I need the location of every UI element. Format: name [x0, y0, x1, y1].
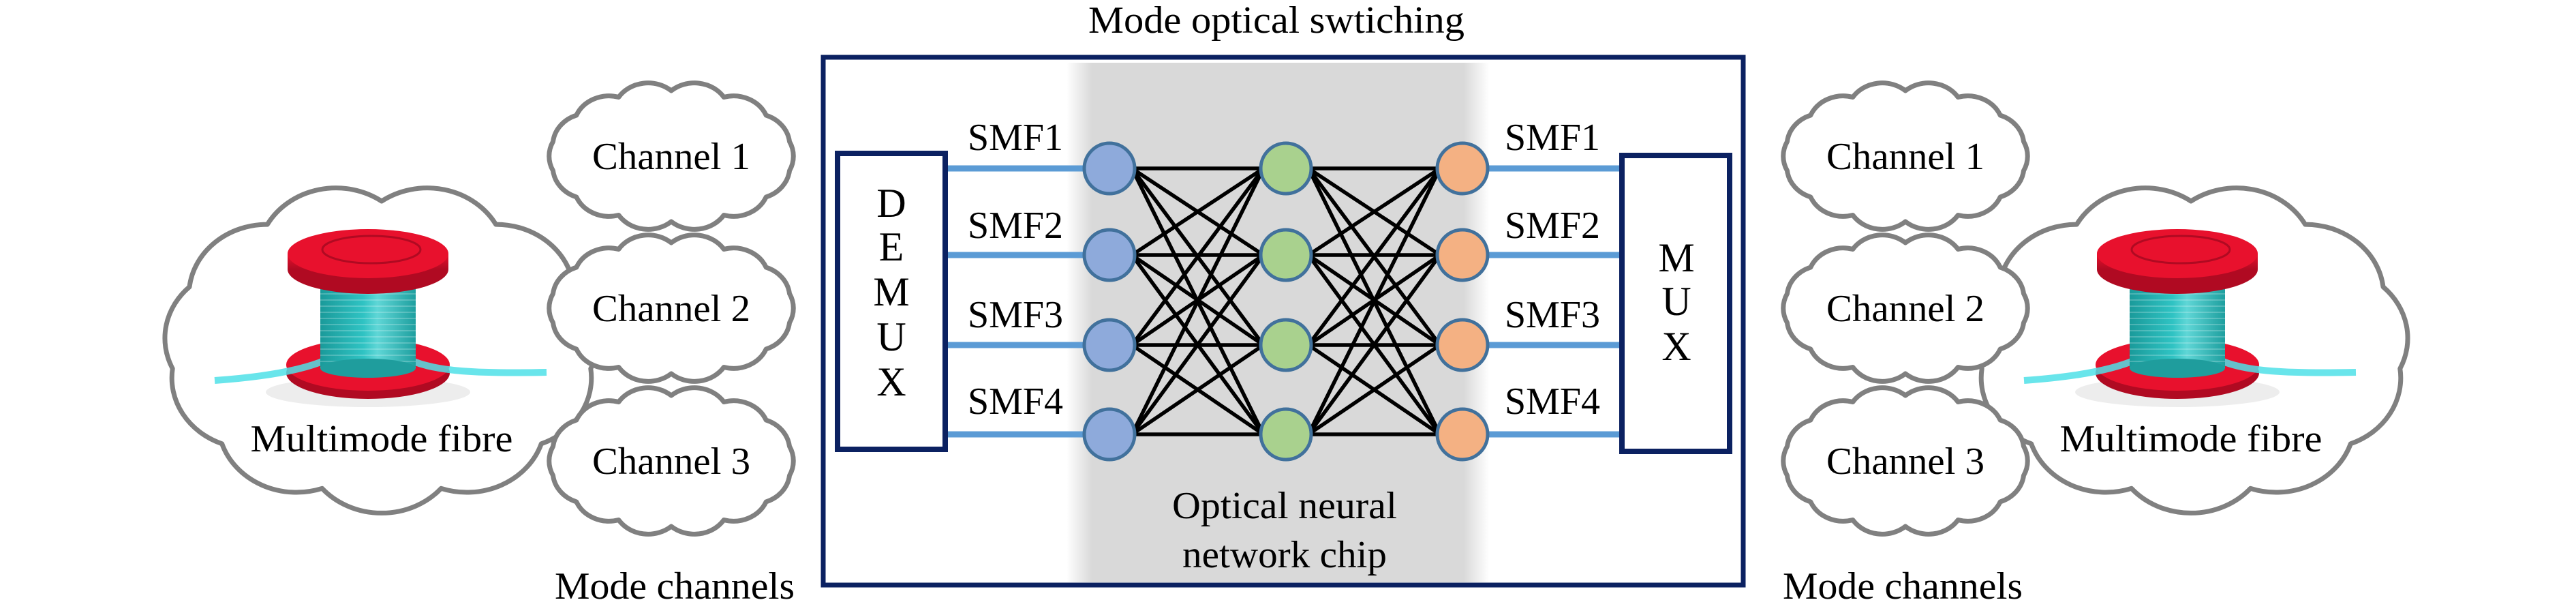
chip-label-line1: Optical neural [1172, 485, 1397, 527]
mux-frame [1619, 153, 1732, 454]
input-node [1082, 141, 1137, 196]
smf-label-left: SMF3 [968, 294, 1063, 336]
fibre-tail-right [408, 357, 547, 376]
spool-top-recess [321, 235, 422, 265]
network-edge [1307, 166, 1441, 257]
channel-label: Channel 1 [592, 136, 750, 178]
fibre-spool [2023, 229, 2357, 407]
channel-label: Channel 1 [1826, 136, 1984, 178]
output-node [1435, 141, 1490, 196]
fibre-label: Multimode fibre [251, 418, 513, 460]
smf-label-right: SMF2 [1505, 205, 1600, 247]
fibre-label: Multimode fibre [2060, 418, 2322, 460]
channel-cloud-1: Channel 1 [547, 80, 796, 232]
input-node [1082, 228, 1137, 282]
channel-cloud-1: Channel 1 [1781, 80, 2030, 232]
cloud-shape [1781, 233, 2030, 384]
channel-cloud-2: Channel 2 [547, 233, 796, 384]
smf-label-right: SMF4 [1505, 380, 1600, 423]
hidden-node [1259, 318, 1313, 372]
mux-letter: X [1661, 324, 1691, 369]
demux-box: D E M U X [835, 151, 948, 452]
network-edges [1130, 166, 1442, 436]
output-node [1435, 228, 1490, 282]
cloud-shape [547, 233, 796, 384]
mux-letter: U [1661, 279, 1691, 324]
mode-channels-label: Mode channels [1783, 565, 2023, 608]
smf-label-left: SMF4 [968, 380, 1063, 423]
fibre-tail-right [2218, 357, 2357, 376]
demux-letter: M [873, 269, 909, 314]
hidden-node [1259, 141, 1313, 196]
output-node [1435, 407, 1490, 462]
demux-letter: U [876, 314, 906, 359]
network-edge [1131, 343, 1265, 436]
cloud-shape [1781, 80, 2030, 232]
multimode-fibre-cloud: Multimode fibre [1972, 185, 2410, 515]
smf-label-right: SMF1 [1505, 117, 1600, 159]
diagram-title: Mode optical swtiching [1088, 0, 1465, 42]
mux-letter: M [1658, 235, 1694, 280]
cloud-shape [547, 385, 796, 537]
smf-label-left: SMF1 [968, 117, 1063, 159]
network-edge [1306, 254, 1442, 436]
hidden-node [1259, 407, 1313, 462]
cloud-shape [547, 80, 796, 232]
network-edge [1130, 254, 1266, 436]
demux-letter: E [879, 224, 904, 269]
demux-frame [835, 151, 948, 452]
channel-cloud-3: Channel 3 [1781, 385, 2030, 537]
cloud-shape [1781, 385, 2030, 537]
multimode-fibre-cloud: Multimode fibre [162, 185, 601, 515]
channel-label: Channel 2 [592, 288, 750, 330]
fibre-tail-left [2023, 357, 2136, 384]
network-edge [1130, 167, 1266, 346]
network-edge [1306, 167, 1442, 346]
spool-top-recess [2130, 235, 2231, 265]
smf-label-right: SMF3 [1505, 294, 1600, 336]
network-edge [1130, 167, 1266, 436]
demux-letter: D [876, 181, 906, 226]
network-nodes [1082, 141, 1490, 462]
channel-label: Channel 3 [592, 440, 750, 483]
channel-label: Channel 3 [1826, 440, 1984, 483]
input-node [1082, 318, 1137, 372]
input-node [1082, 407, 1137, 462]
mux-box: M U X [1619, 153, 1732, 454]
chip-label-line2: network chip [1182, 534, 1387, 576]
channel-cloud-2: Channel 2 [1781, 233, 2030, 384]
fibre-spool [214, 229, 547, 407]
mode-channels-label: Mode channels [555, 565, 795, 608]
demux-letter: X [876, 359, 906, 404]
mode-switching-frame [821, 55, 1746, 588]
network-edge [1307, 343, 1441, 436]
left-mode-channels: Multimode fibre Channel 1 Channel 2 Channel… [162, 80, 796, 608]
smf-label-left: SMF2 [968, 205, 1063, 247]
channel-cloud-3: Channel 3 [547, 385, 796, 537]
right-mode-channels: Multimode fibre Channel 1 Channel 2 Channel… [1781, 80, 2410, 608]
fibre-tail-left [214, 357, 327, 384]
spool-core-base [320, 359, 416, 378]
output-node [1435, 318, 1490, 372]
network-edge [1306, 167, 1442, 436]
network-edge [1131, 166, 1265, 257]
channel-label: Channel 2 [1826, 288, 1984, 330]
hidden-node [1259, 228, 1313, 282]
spool-core-base [2130, 359, 2225, 378]
